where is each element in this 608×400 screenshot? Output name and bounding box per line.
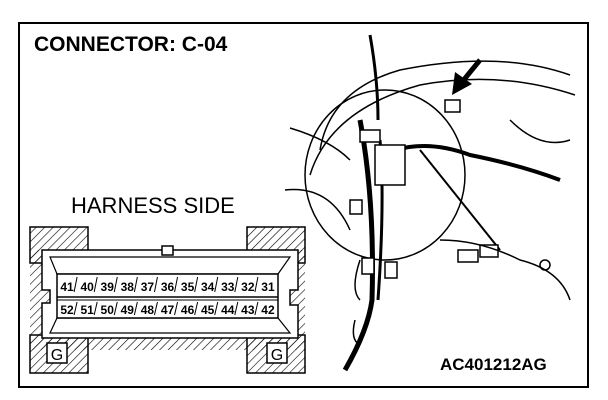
pin-divider — [254, 301, 259, 316]
pin-divider — [73, 301, 78, 316]
pin-32: 32 — [241, 280, 255, 294]
pin-45: 45 — [201, 303, 215, 317]
pin-49: 49 — [121, 303, 135, 317]
pin-39: 39 — [101, 280, 115, 294]
pin-46: 46 — [181, 303, 195, 317]
pin-divider — [174, 301, 179, 316]
pin-50: 50 — [101, 303, 115, 317]
pin-52: 52 — [60, 303, 74, 317]
pin-divider — [153, 276, 158, 293]
pin-43: 43 — [241, 303, 255, 317]
pin-divider — [113, 276, 118, 293]
figure-code: AC401212AG — [440, 355, 547, 374]
pin-divider — [194, 276, 199, 293]
connector-key-tab — [161, 245, 174, 256]
pin-48: 48 — [141, 303, 155, 317]
diagram-frame — [18, 22, 589, 388]
pin-divider — [234, 301, 239, 316]
pin-47: 47 — [161, 303, 175, 317]
pin-divider — [194, 301, 199, 316]
dashboard-harness-illustration — [284, 34, 576, 372]
pin-divider — [174, 276, 179, 293]
pin-divider — [254, 276, 259, 293]
pin-divider — [113, 301, 118, 316]
ground-mark-left: G — [51, 347, 63, 364]
pin-divider — [214, 276, 219, 293]
pin-38: 38 — [121, 280, 135, 294]
pin-41: 41 — [60, 280, 74, 294]
pin-35: 35 — [181, 280, 195, 294]
harness-side-label: HARNESS SIDE — [71, 193, 235, 218]
pin-44: 44 — [221, 303, 235, 317]
connector-title: CONNECTOR: C-04 — [34, 33, 228, 56]
pin-51: 51 — [80, 303, 94, 317]
ground-mark-right: G — [271, 347, 283, 364]
pin-40: 40 — [80, 280, 94, 294]
pin-42: 42 — [261, 303, 275, 317]
pin-37: 37 — [141, 280, 155, 294]
pin-36: 36 — [161, 280, 175, 294]
pin-divider — [234, 276, 239, 293]
pin-divider — [133, 301, 138, 316]
pin-31: 31 — [261, 280, 275, 294]
pin-divider — [73, 276, 78, 293]
pin-divider — [133, 276, 138, 293]
pin-divider — [214, 301, 219, 316]
pin-divider — [153, 301, 158, 316]
pin-33: 33 — [221, 280, 235, 294]
pin-divider — [93, 301, 98, 316]
connector-housing — [29, 226, 306, 374]
arrow-icon — [452, 58, 482, 95]
pin-34: 34 — [201, 280, 215, 294]
pin-divider — [93, 276, 98, 293]
